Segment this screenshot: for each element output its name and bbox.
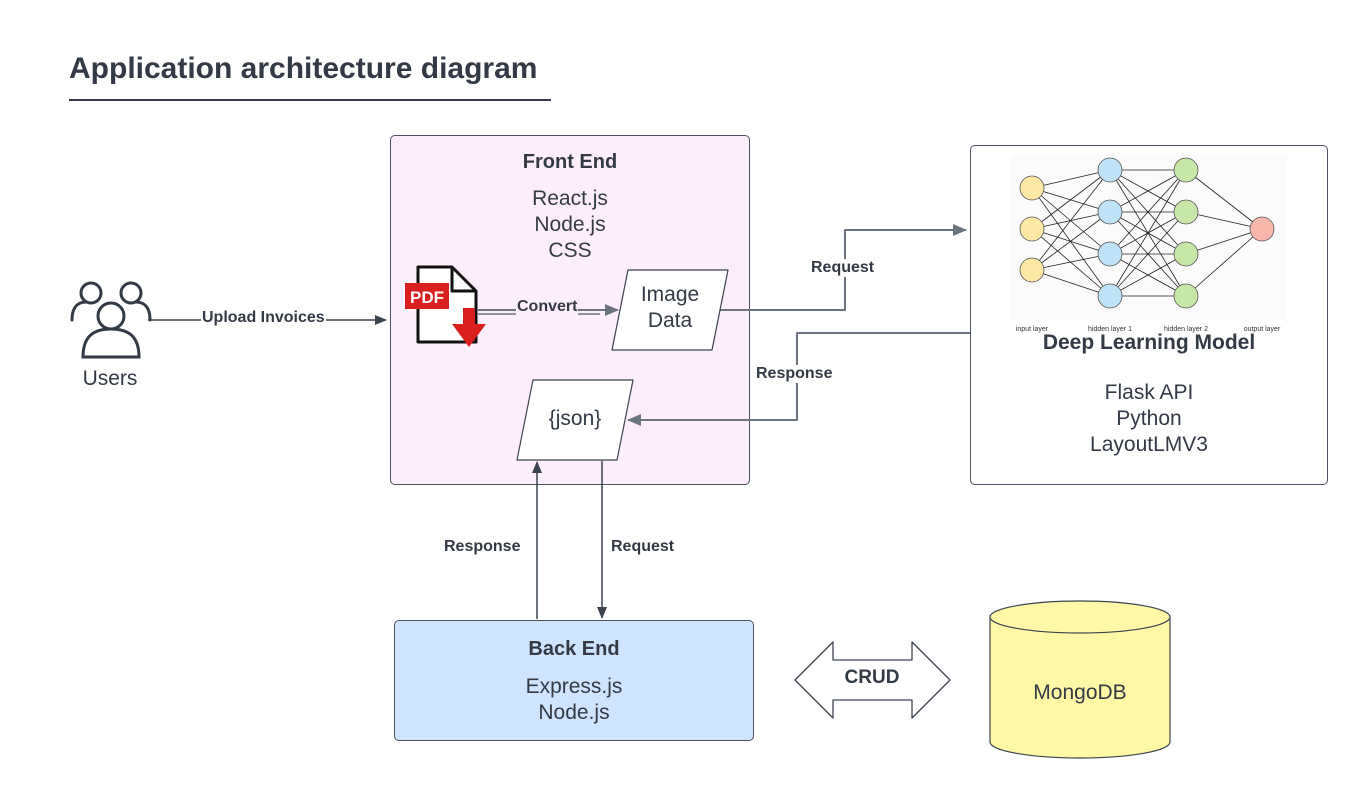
json-shape	[516, 379, 634, 461]
nn-connection	[1031, 169, 1111, 271]
response-from-model-label: Response	[754, 365, 835, 383]
title-underline	[69, 99, 551, 101]
nn-layer-label: output layer	[1244, 326, 1281, 333]
nn-connection	[1185, 169, 1263, 230]
deep-learning-title: Deep Learning Model	[1042, 331, 1256, 354]
mongodb-label: MongoDB	[1033, 681, 1127, 704]
convert-label: Convert	[516, 298, 579, 316]
nn-layer-label: hidden layer 2	[1164, 326, 1208, 333]
upload-invoices-label: Upload Invoices	[201, 309, 326, 327]
mongodb-cylinder	[989, 600, 1171, 759]
nn-connection	[1185, 228, 1263, 255]
nn-node	[1019, 175, 1045, 201]
crud-double-arrow	[794, 641, 951, 719]
users-icon	[70, 281, 152, 359]
deep-learning-tech-item: Python	[1116, 407, 1182, 430]
front-end-tech-item: Node.js	[534, 213, 606, 236]
nn-connection	[1185, 211, 1263, 230]
pdf-icon	[405, 265, 486, 347]
crud-label: CRUD	[844, 667, 900, 688]
image-data-shape	[611, 269, 729, 351]
nn-node	[1173, 199, 1199, 225]
nn-node	[1173, 157, 1199, 183]
nn-connection	[1031, 169, 1111, 230]
nn-node	[1019, 257, 1045, 283]
json-label: {json}	[548, 407, 602, 430]
nn-node	[1173, 241, 1199, 267]
back-end-title: Back End	[528, 638, 620, 660]
nn-connection	[1109, 169, 1187, 255]
nn-connection	[1031, 211, 1111, 271]
nn-layer-label: input layer	[1016, 326, 1049, 333]
deep-learning-tech-item: Flask API	[1104, 381, 1194, 404]
page-title: Application architecture diagram	[69, 52, 538, 85]
front-end-tech-item: CSS	[548, 239, 592, 262]
nn-connection	[1031, 228, 1111, 255]
pdf-badge-label: PDF	[410, 288, 444, 307]
nn-connection	[1109, 169, 1187, 213]
front-end-title: Front End	[522, 151, 618, 173]
nn-connection	[1109, 253, 1187, 297]
nn-node	[1173, 283, 1199, 309]
back-end-tech-item: Express.js	[525, 675, 623, 698]
nn-connection	[1031, 187, 1111, 255]
nn-connection	[1109, 211, 1187, 297]
request-to-backend-label: Request	[611, 538, 675, 555]
users-label: Users	[82, 367, 138, 390]
nn-connection	[1031, 269, 1111, 297]
nn-node	[1097, 241, 1123, 267]
image-data-label: Image Data	[640, 283, 700, 332]
nn-connection	[1185, 228, 1263, 297]
deep-learning-tech-list: Flask API Python LayoutLMV3	[970, 380, 1328, 458]
nn-connection	[1031, 253, 1111, 271]
back-end-box[interactable]	[394, 620, 754, 741]
nn-connection	[1031, 187, 1111, 297]
front-end-tech-list: React.js Node.js CSS	[390, 186, 750, 264]
nn-connection	[1109, 169, 1187, 297]
nn-node	[1097, 199, 1123, 225]
deep-learning-tech-item: LayoutLMV3	[1090, 433, 1208, 456]
back-end-tech-item: Node.js	[538, 701, 610, 724]
front-end-tech-item: React.js	[532, 187, 608, 210]
nn-node	[1249, 216, 1275, 242]
nn-connection	[1031, 228, 1111, 297]
neural-network-image: input layer hidden layer 1 hidden layer 2 o…	[1011, 155, 1287, 333]
nn-layer-label: hidden layer 1	[1088, 326, 1132, 333]
nn-node	[1097, 283, 1123, 309]
nn-node	[1097, 157, 1123, 183]
response-from-backend-label: Response	[444, 538, 521, 555]
request-to-model-label: Request	[809, 259, 877, 277]
nn-node	[1019, 216, 1045, 242]
back-end-tech-list: Express.js Node.js	[394, 674, 754, 726]
nn-connection	[1031, 169, 1111, 189]
